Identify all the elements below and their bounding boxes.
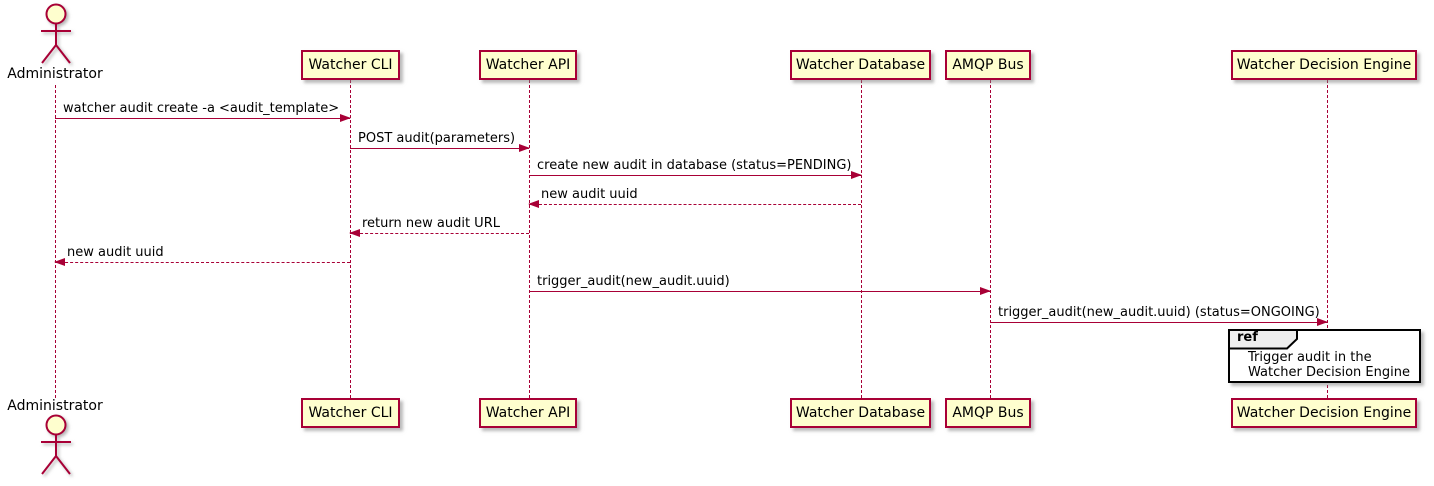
- message-line: [529, 175, 861, 176]
- participant-label: Watcher CLI: [308, 57, 393, 73]
- lifeline-watcher-api: [529, 80, 530, 398]
- actor-icon: [41, 414, 71, 475]
- participant-watcher-cli-top: Watcher CLI: [301, 50, 400, 80]
- lifeline-watcher-decision-engine: [1327, 80, 1328, 398]
- participant-label: Watcher Database: [795, 405, 926, 421]
- ref-text: Trigger audit in the Watcher Decision En…: [1248, 350, 1410, 380]
- arrowhead-icon: [349, 229, 360, 237]
- message-line: [350, 148, 529, 149]
- participant-watcher-database-top: Watcher Database: [790, 50, 931, 80]
- message-create-audit-db: create new audit in database (status=PEN…: [529, 158, 862, 182]
- message-return-audit-url: return new audit URL: [349, 216, 529, 240]
- message-audit-create: watcher audit create -a <audit_template>: [55, 101, 351, 125]
- participant-label: Watcher Decision Engine: [1236, 57, 1412, 73]
- message-line: [350, 233, 529, 234]
- message-line: [55, 262, 350, 263]
- participant-watcher-api-bottom: Watcher API: [479, 398, 577, 428]
- message-line: [529, 204, 861, 205]
- participant-label: Watcher CLI: [308, 405, 393, 421]
- message-line: [990, 322, 1327, 323]
- lifeline-watcher-database: [861, 80, 862, 398]
- arrowhead-icon: [1317, 318, 1328, 326]
- ref-fragment: ref Trigger audit in the Watcher Decisio…: [1228, 329, 1421, 383]
- arrowhead-icon: [980, 287, 991, 295]
- lifeline-administrator: [55, 85, 56, 398]
- message-label: create new audit in database (status=PEN…: [537, 158, 852, 173]
- message-label: watcher audit create -a <audit_template>: [63, 101, 340, 116]
- participant-label: Watcher API: [485, 405, 571, 421]
- participant-watcher-database-bottom: Watcher Database: [790, 398, 931, 428]
- participant-label: AMQP Bus: [952, 57, 1024, 73]
- participant-watcher-cli-bottom: Watcher CLI: [301, 398, 400, 428]
- arrowhead-icon: [528, 200, 539, 208]
- actor-label-top: Administrator: [7, 66, 103, 82]
- participant-watcher-decision-engine-top: Watcher Decision Engine: [1231, 50, 1417, 80]
- message-label: new audit uuid: [67, 245, 164, 260]
- message-new-audit-uuid-return: new audit uuid: [528, 187, 861, 211]
- message-post-audit: POST audit(parameters): [350, 131, 530, 155]
- message-new-audit-uuid-to-admin: new audit uuid: [54, 245, 350, 269]
- message-label: new audit uuid: [541, 187, 638, 202]
- actor-icon: [41, 3, 71, 64]
- arrowhead-icon: [340, 114, 351, 122]
- arrowhead-icon: [851, 171, 862, 179]
- participant-watcher-decision-engine-bottom: Watcher Decision Engine: [1231, 398, 1417, 428]
- actor-label-bottom: Administrator: [7, 398, 103, 414]
- message-line: [529, 291, 990, 292]
- message-label: POST audit(parameters): [358, 131, 516, 146]
- participant-amqp-bus-top: AMQP Bus: [945, 50, 1031, 80]
- participant-label: Watcher API: [485, 57, 571, 73]
- message-line: [55, 118, 350, 119]
- participant-amqp-bus-bottom: AMQP Bus: [945, 398, 1031, 428]
- ref-keyword-tab: ref: [1228, 329, 1302, 350]
- ref-keyword: ref: [1237, 330, 1258, 345]
- message-label: return new audit URL: [362, 216, 500, 231]
- lifeline-watcher-cli: [350, 80, 351, 398]
- arrowhead-icon: [519, 144, 530, 152]
- message-label: trigger_audit(new_audit.uuid) (status=ON…: [998, 305, 1320, 320]
- message-trigger-audit-ongoing: trigger_audit(new_audit.uuid) (status=ON…: [990, 305, 1328, 329]
- ref-tab-shape: [1228, 329, 1298, 350]
- lifeline-amqp-bus: [990, 80, 991, 398]
- arrowhead-icon: [54, 258, 65, 266]
- participant-label: Watcher Database: [795, 57, 926, 73]
- participant-label: Watcher Decision Engine: [1236, 405, 1412, 421]
- participant-watcher-api-top: Watcher API: [479, 50, 577, 80]
- message-trigger-audit: trigger_audit(new_audit.uuid): [529, 274, 991, 298]
- participant-label: AMQP Bus: [952, 405, 1024, 421]
- ref-text-line: Watcher Decision Engine: [1248, 365, 1410, 380]
- message-label: trigger_audit(new_audit.uuid): [537, 274, 730, 289]
- ref-text-line: Trigger audit in the: [1248, 350, 1372, 365]
